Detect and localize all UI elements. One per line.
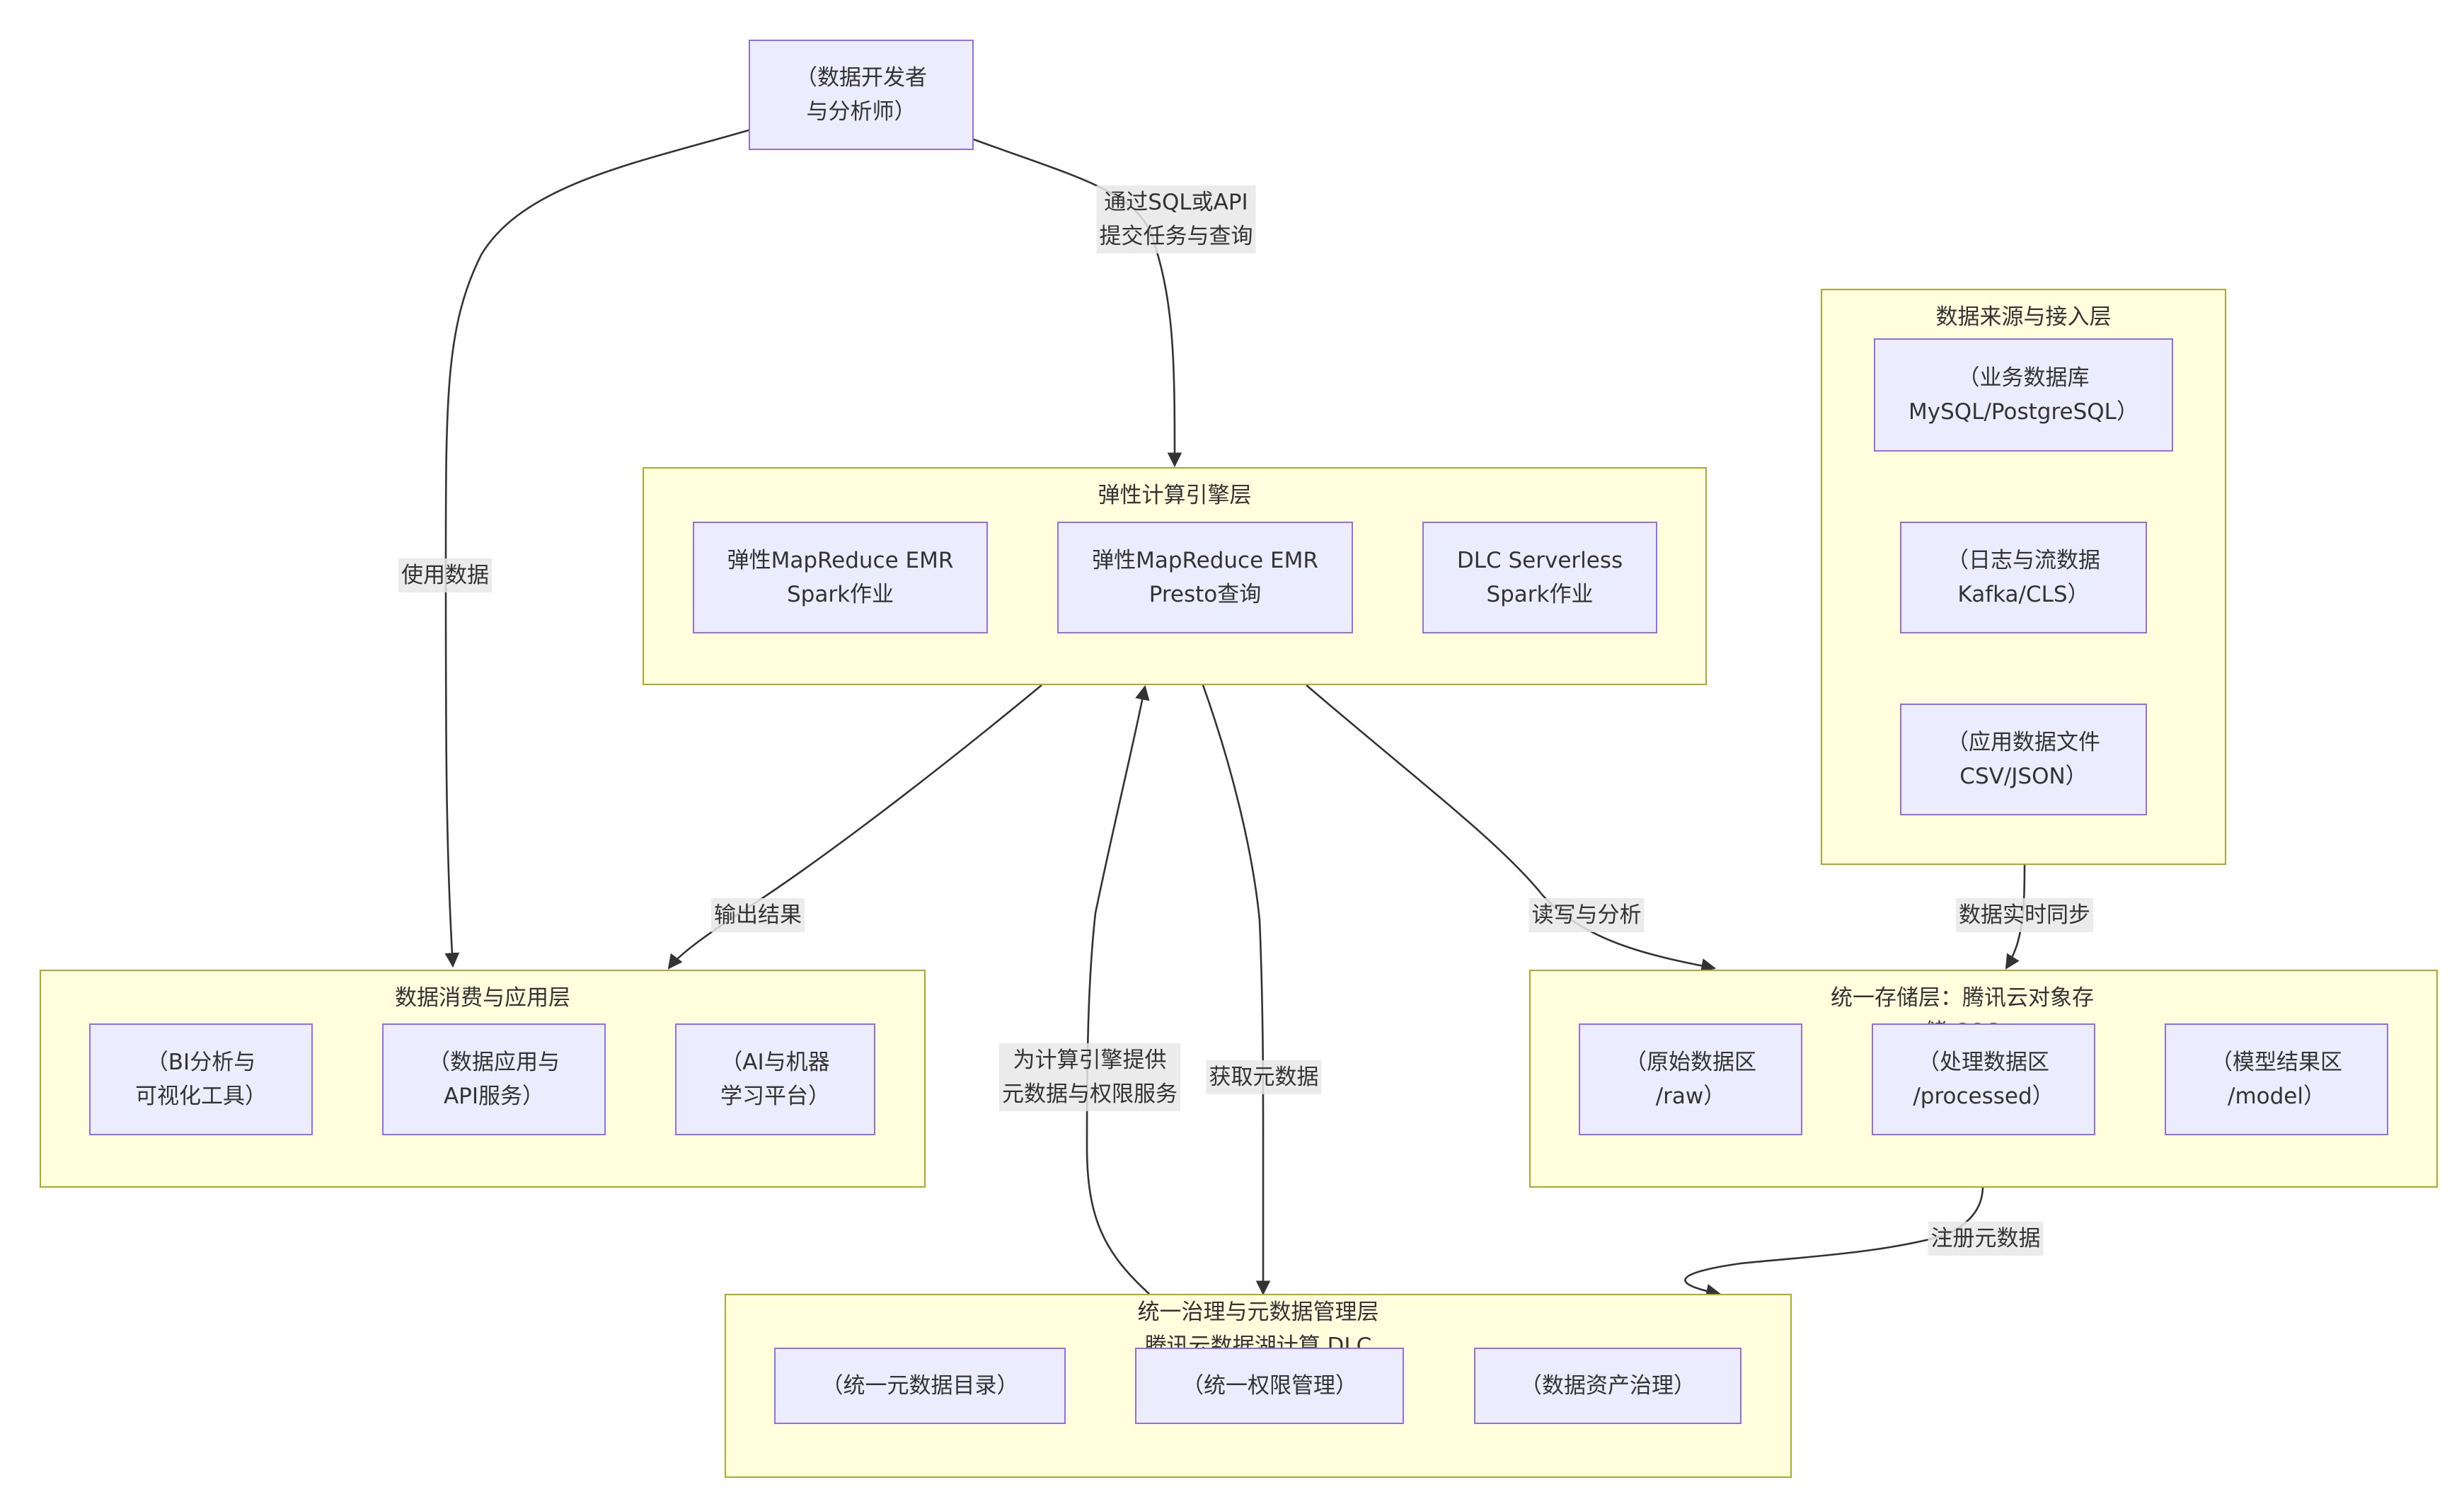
edge-label-output: 输出结果: [711, 898, 805, 932]
edge-compute-to-storage: [1306, 684, 1717, 973]
cluster-title: 数据来源与接入层: [1935, 304, 2112, 330]
node-emr-spark: 弹性MapReduce EMR Spark作业: [693, 522, 988, 633]
edge-compute-to-governance: [1202, 684, 1271, 1296]
edge-compute-to-consume: [667, 684, 1042, 970]
node-log-stream: （日志与流数据 Kafka/CLS）: [1900, 522, 2147, 633]
edge-governance-to-compute: [1086, 684, 1150, 1295]
edge-label-submit: 通过SQL或API 提交任务与查询: [1096, 185, 1256, 253]
cluster-title: 弹性计算引擎层: [1098, 483, 1252, 508]
edge-label-get-metadata: 获取元数据: [1206, 1060, 1322, 1094]
edge-dev-to-consume: [444, 129, 749, 968]
node-permission-mgmt: （统一权限管理）: [1135, 1348, 1404, 1424]
node-model-zone: （模型结果区 /model）: [2165, 1023, 2388, 1135]
node-business-db: （业务数据库 MySQL/PostgreSQL）: [1874, 338, 2173, 452]
node-bi-tools: （BI分析与 可视化工具）: [89, 1023, 313, 1135]
node-developer: （数据开发者 与分析师）: [749, 40, 974, 150]
node-data-api: （数据应用与 API服务）: [382, 1023, 606, 1135]
cluster-title: 数据消费与应用层: [395, 985, 570, 1011]
node-processed-zone: （处理数据区 /processed）: [1872, 1023, 2095, 1135]
node-metadata-catalog: （统一元数据目录）: [774, 1348, 1066, 1424]
node-asset-governance: （数据资产治理）: [1474, 1348, 1742, 1424]
edge-label-use-data: 使用数据: [398, 558, 492, 592]
edge-label-sync: 数据实时同步: [1956, 898, 2093, 932]
edge-label-register-metadata: 注册元数据: [1928, 1222, 2044, 1256]
edge-source-to-storage: [2005, 863, 2026, 970]
node-raw-zone: （原始数据区 /raw）: [1579, 1023, 1802, 1135]
edge-label-metadata-service: 为计算引擎提供 元数据与权限服务: [999, 1043, 1180, 1111]
node-dlc-spark: DLC Serverless Spark作业: [1422, 522, 1657, 633]
node-app-files: （应用数据文件 CSV/JSON）: [1900, 704, 2147, 815]
node-emr-presto: 弹性MapReduce EMR Presto查询: [1057, 522, 1353, 633]
edge-label-read-write: 读写与分析: [1529, 898, 1645, 932]
node-ai-platform: （AI与机器 学习平台）: [675, 1023, 875, 1135]
